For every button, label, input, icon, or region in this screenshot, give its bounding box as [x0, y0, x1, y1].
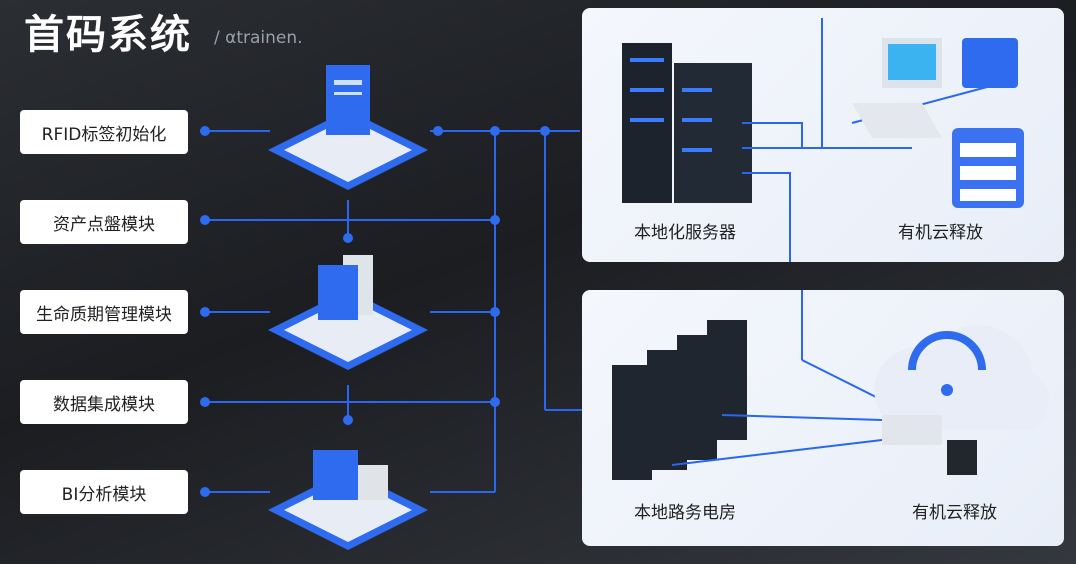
cloud-release-label-2: 有机云释放	[912, 503, 997, 523]
local-server-label: 本地化服务器	[634, 223, 736, 243]
module-asset-inventory[interactable]: 资产点盤模块	[20, 200, 188, 244]
module-platforms	[268, 65, 428, 550]
module-label: RFID标签初始化	[41, 124, 167, 145]
panel-local-datacenter: 本地路务电房 有机云释放	[582, 290, 1064, 546]
module-label: 生命质期管理模块	[36, 304, 172, 325]
module-lifecycle[interactable]: 生命质期管理模块	[20, 290, 188, 334]
module-bi-analysis[interactable]: BI分析模块	[20, 470, 188, 514]
module-label: 资产点盤模块	[53, 214, 155, 235]
server-illustration	[622, 18, 1024, 262]
module-data-integration[interactable]: 数据集成模块	[20, 380, 188, 424]
cloud-release-label: 有机云释放	[898, 223, 983, 243]
datacenter-illustration	[612, 290, 1049, 480]
module-label: 数据集成模块	[53, 394, 155, 415]
local-datacenter-label: 本地路务电房	[634, 503, 736, 523]
module-label: BI分析模块	[61, 484, 147, 505]
panel-local-server: 本地化服务器 有机云释放	[582, 8, 1064, 262]
page-subtitle: / αtrainen.	[214, 28, 303, 48]
module-rfid-init[interactable]: RFID标签初始化	[20, 110, 188, 154]
page-title: 首码系统	[24, 12, 192, 58]
